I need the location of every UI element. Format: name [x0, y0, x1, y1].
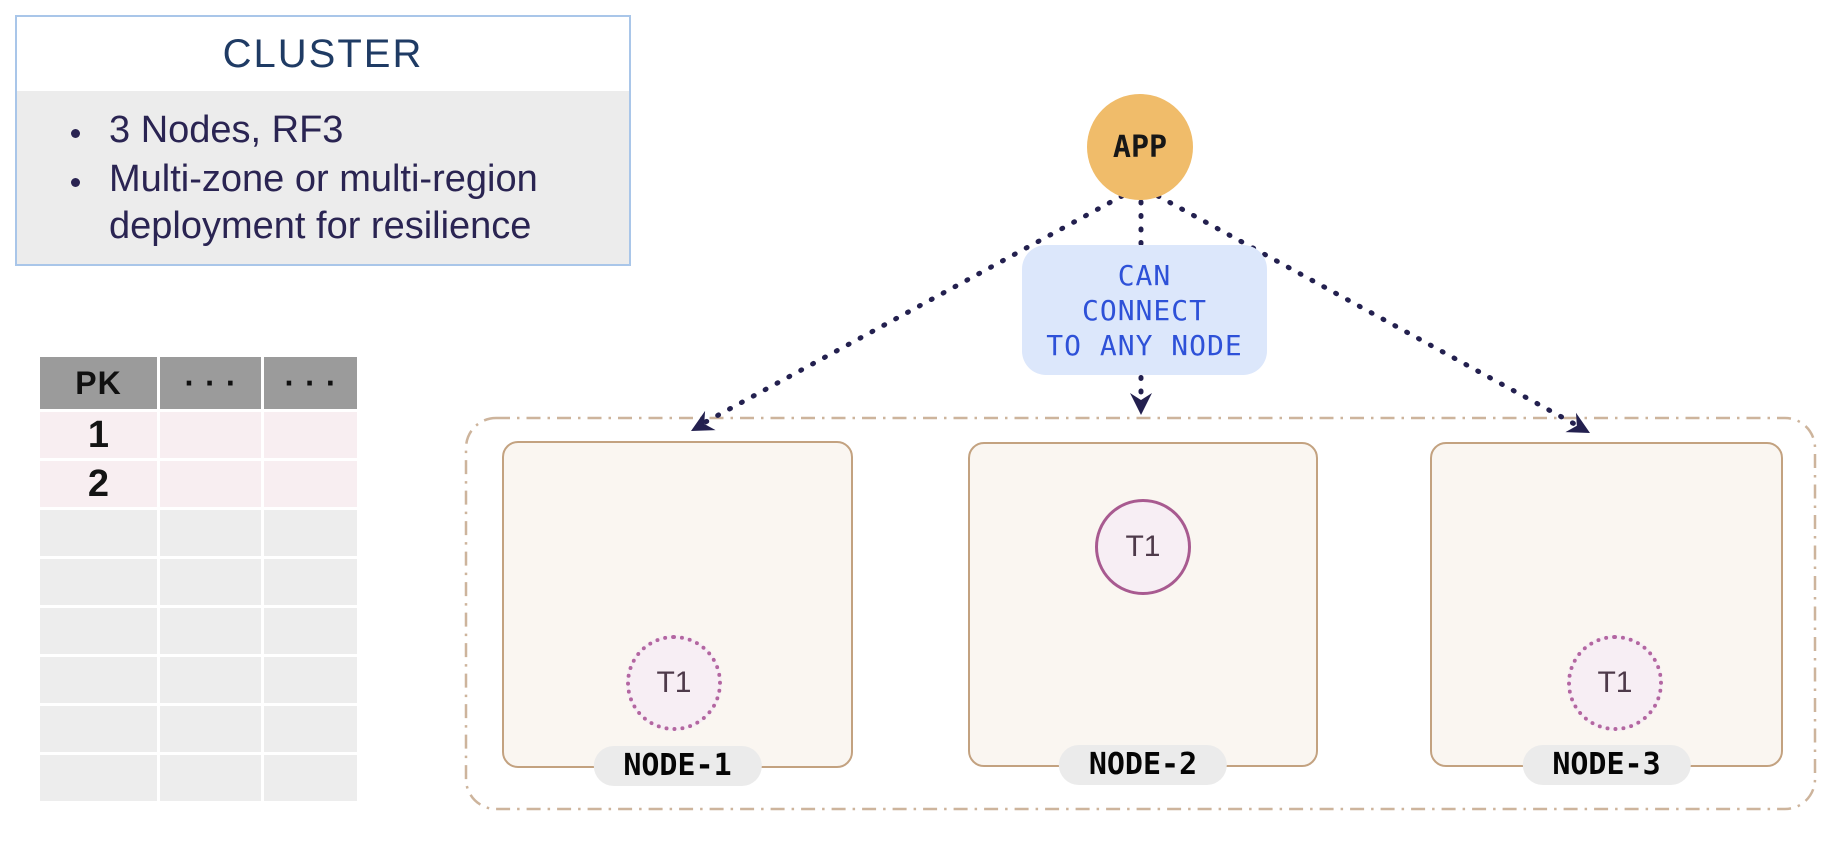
arrowhead-node3 [1565, 412, 1590, 433]
table-cell [160, 412, 261, 458]
table-row: 2 [40, 461, 357, 507]
table-header-ellipsis-2: ··· [264, 357, 357, 409]
table-row [40, 510, 357, 556]
info-bullet: Multi-zone or multi-region deployment fo… [95, 156, 609, 250]
app-node: APP [1087, 94, 1193, 200]
connect-note: CAN CONNECT TO ANY NODE [1022, 245, 1267, 375]
node-2-label: NODE-2 [1058, 745, 1228, 785]
table-cell [264, 755, 357, 801]
table-cell: 2 [40, 461, 157, 507]
table-cell [40, 559, 157, 605]
cluster-boundary-box [464, 416, 1817, 811]
table-cell [160, 608, 261, 654]
table-header-ellipsis-1: ··· [160, 357, 261, 409]
cluster-info-title: CLUSTER [17, 17, 629, 91]
node-3-box: T1 NODE-3 [1430, 442, 1783, 785]
table-cell [264, 510, 357, 556]
table-row [40, 608, 357, 654]
app-label: APP [1112, 129, 1168, 165]
node-3-label: NODE-3 [1522, 745, 1691, 785]
connect-note-line: TO ANY NODE [1046, 329, 1243, 362]
table-cell [264, 461, 357, 507]
table-cell [160, 559, 261, 605]
connect-note-line: CAN [1117, 259, 1172, 292]
table-cell [264, 559, 357, 605]
node-1-tablet-t1: T1 [626, 635, 722, 731]
node-2-box: T1 NODE-2 [968, 442, 1318, 785]
table-cell [160, 755, 261, 801]
arrow-app-to-node1 [697, 193, 1125, 428]
node-1-label: NODE-1 [593, 746, 762, 786]
table-header-pk: PK [40, 357, 157, 409]
cluster-info-panel: CLUSTER 3 Nodes, RF3Multi-zone or multi-… [15, 15, 631, 266]
table-cell [40, 510, 157, 556]
table-cell [264, 706, 357, 752]
table-cell [160, 461, 261, 507]
table-row [40, 657, 357, 703]
node-1-box: T1 NODE-1 [502, 441, 853, 786]
table-row [40, 706, 357, 752]
table-row [40, 559, 357, 605]
table-cell [264, 608, 357, 654]
arrowhead-node1 [691, 410, 716, 431]
connect-note-line: CONNECT [1081, 294, 1207, 327]
arrowhead-node2 [1130, 393, 1152, 415]
table-cell [264, 657, 357, 703]
arrow-app-to-node3 [1155, 193, 1583, 430]
table-cell [160, 657, 261, 703]
node-3-tablet-t1: T1 [1567, 635, 1663, 731]
table-cell [40, 608, 157, 654]
table-row: 1 [40, 412, 357, 458]
table-row [40, 755, 357, 801]
table-cell [40, 755, 157, 801]
table-cell [40, 657, 157, 703]
table-cell [40, 706, 157, 752]
node-2-tablet-t1: T1 [1095, 499, 1191, 595]
table-cell [264, 412, 357, 458]
info-bullet: 3 Nodes, RF3 [95, 107, 609, 154]
cluster-info-bullet-list: 3 Nodes, RF3Multi-zone or multi-region d… [17, 91, 629, 264]
table-cell [160, 706, 261, 752]
table-cell [160, 510, 261, 556]
table-header-row: PK ··· ··· [40, 357, 357, 409]
table-cell: 1 [40, 412, 157, 458]
